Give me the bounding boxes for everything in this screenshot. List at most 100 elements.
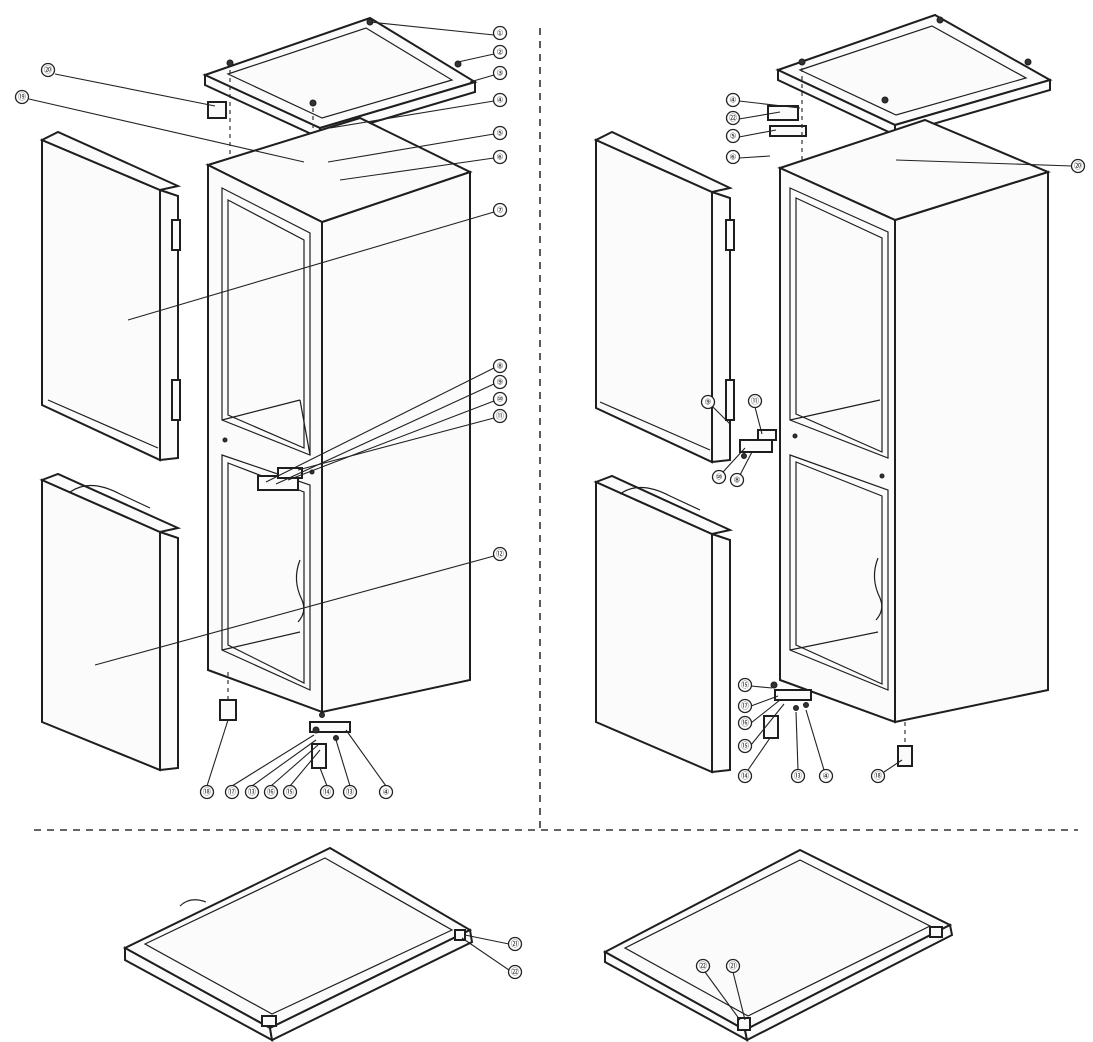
callout-r18: ⑱ xyxy=(870,768,886,784)
callout-circle xyxy=(492,92,508,108)
callout-label: ⑧ xyxy=(496,362,503,371)
callout-label: ⑰ xyxy=(741,702,749,711)
lower-door-right xyxy=(593,474,734,774)
callout-r8: ⑧ xyxy=(729,472,745,488)
callout-r6: ⑥ xyxy=(725,149,741,165)
callout-circle xyxy=(725,958,741,974)
callout-label: ② xyxy=(496,48,503,57)
callout-circle xyxy=(492,149,508,165)
callout-c9: ⑨ xyxy=(492,374,508,390)
callout-circle xyxy=(492,358,508,374)
callout-circle xyxy=(40,62,56,78)
callout-r20: ⑳ xyxy=(1070,158,1086,174)
callout-label: ⑯ xyxy=(741,719,749,728)
callout-circle xyxy=(244,784,260,800)
callout-label: ⑪ xyxy=(496,412,504,421)
callout-c20: ⑳ xyxy=(40,62,56,78)
callout-r14: ⑭ xyxy=(737,768,753,784)
callout-label: ㉑ xyxy=(729,962,737,971)
callout-circle xyxy=(790,768,806,784)
callout-label: ㉒ xyxy=(729,114,737,123)
callout-circle xyxy=(263,784,279,800)
bottom-hinge-left xyxy=(219,672,351,769)
callout-circle xyxy=(737,738,753,754)
callout-r4: ④ xyxy=(725,92,741,108)
door-detail-left xyxy=(122,846,510,1042)
callout-label: ⑳ xyxy=(1074,162,1082,171)
callout-c15: ⑮ xyxy=(282,784,298,800)
callout-label: ⑤ xyxy=(496,129,503,138)
callout-circle xyxy=(492,125,508,141)
callout-c19: ⑲ xyxy=(14,89,30,105)
callout-circle xyxy=(378,784,394,800)
callout-label: ① xyxy=(496,29,503,38)
callout-circle xyxy=(870,768,886,784)
callout-circle xyxy=(729,472,745,488)
callout-label: ⑪ xyxy=(751,397,759,406)
callout-circle xyxy=(737,698,753,714)
callout-circle xyxy=(700,394,716,410)
callout-circle xyxy=(319,784,335,800)
callout-c14: ⑭ xyxy=(319,784,335,800)
callout-label: ③ xyxy=(496,69,503,78)
upper-door-left xyxy=(39,130,182,462)
callout-label: ⑳ xyxy=(44,66,52,75)
callout-circle xyxy=(492,391,508,407)
callout-label: ⑲ xyxy=(18,93,26,102)
cabinet-body-left xyxy=(205,116,473,714)
lower-door-left xyxy=(39,472,182,772)
callout-c13b: ⑬ xyxy=(342,784,358,800)
callout-c5: ⑤ xyxy=(492,125,508,141)
callout-label: ⑰ xyxy=(228,788,236,797)
callout-r11: ⑪ xyxy=(747,393,763,409)
middle-hinge-right xyxy=(739,429,777,459)
callout-circle xyxy=(711,469,727,485)
callout-c11: ⑪ xyxy=(492,408,508,424)
callout-c10: ⑩ xyxy=(492,391,508,407)
leader-lines-left xyxy=(28,21,495,787)
callout-r13: ⑬ xyxy=(790,768,806,784)
callout-label: ④ xyxy=(729,96,736,105)
callout-circle xyxy=(199,784,215,800)
callout-c12: ⑫ xyxy=(492,546,508,562)
left-assembly xyxy=(28,16,495,787)
callout-label: ⑱ xyxy=(874,772,882,781)
callout-circle xyxy=(492,25,508,41)
callout-b21: ㉑ xyxy=(507,936,523,952)
callout-c7: ⑦ xyxy=(492,202,508,218)
callout-circle xyxy=(492,408,508,424)
callout-circle xyxy=(725,149,741,165)
callout-label: ⑭ xyxy=(741,772,749,781)
callout-circle xyxy=(492,202,508,218)
callout-b21b: ㉑ xyxy=(725,958,741,974)
callout-label: ㉑ xyxy=(511,940,519,949)
callout-c4: ④ xyxy=(492,92,508,108)
callout-label: ⑮ xyxy=(741,681,749,690)
callout-label: ⑥ xyxy=(496,153,503,162)
callout-label: ⑯ xyxy=(267,788,275,797)
callout-circle xyxy=(224,784,240,800)
callout-circle xyxy=(1070,158,1086,174)
callout-r15b: ⑮ xyxy=(737,738,753,754)
callout-circle xyxy=(492,44,508,60)
callout-label: ④ xyxy=(822,772,829,781)
callout-label: ⑱ xyxy=(203,788,211,797)
callout-circle xyxy=(507,936,523,952)
callout-circle xyxy=(737,715,753,731)
callout-r22: ㉒ xyxy=(725,110,741,126)
callout-circle xyxy=(725,128,741,144)
callout-c16: ⑯ xyxy=(263,784,279,800)
callout-circle xyxy=(725,92,741,108)
callout-label: ⑨ xyxy=(704,398,711,407)
callout-circle xyxy=(695,958,711,974)
right-assembly xyxy=(593,13,1073,774)
callout-circle xyxy=(737,677,753,693)
callout-circle xyxy=(282,784,298,800)
callout-c18: ⑱ xyxy=(199,784,215,800)
callout-c3: ③ xyxy=(492,65,508,81)
callout-label: ㉒ xyxy=(511,968,519,977)
callout-label: ⑧ xyxy=(733,476,740,485)
callout-r16: ⑯ xyxy=(737,715,753,731)
callout-label: ⑥ xyxy=(729,153,736,162)
